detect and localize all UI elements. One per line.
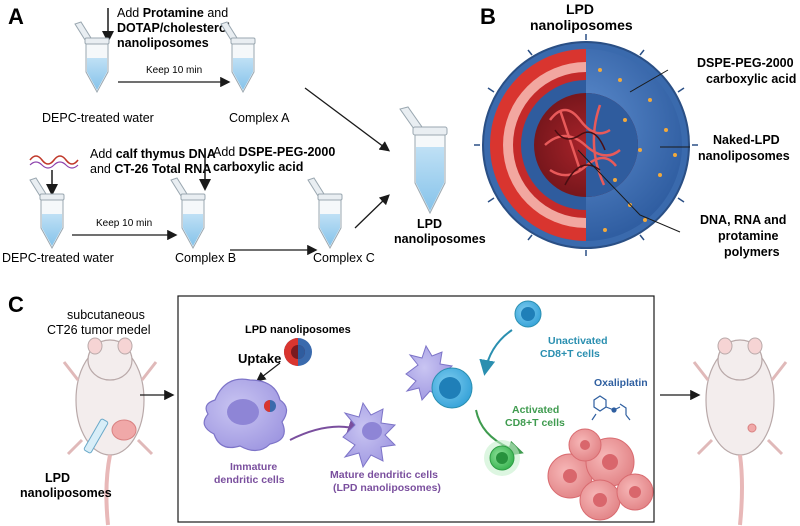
step2-label-line2: and CT-26 Total RNA <box>90 162 211 176</box>
complex-b-label: Complex B <box>175 251 236 265</box>
activated-tcell <box>484 440 520 476</box>
lpd-small-title: LPD nanoliposomes <box>245 324 351 336</box>
arrow-a-to-final <box>304 87 391 152</box>
keep-label-1: Keep 10 min <box>146 65 202 76</box>
immature-label-line2: dendritic cells <box>214 474 285 486</box>
inject-label-line2: nanoliposomes <box>20 486 112 500</box>
activation-arrow-in <box>479 329 513 376</box>
model-label-line1: subcutaneous <box>67 308 145 322</box>
panel-b-letter: B <box>480 4 496 29</box>
mouse-left-illustration <box>62 337 158 526</box>
callout-label-3-line2: protamine <box>718 229 778 243</box>
panel-b-title-line2: nanoliposomes <box>530 17 633 33</box>
panel-c: C subcutaneous CT26 tumor medel LPD nano… <box>8 292 788 526</box>
callout-label-1-line1: DSPE-PEG-2000 <box>697 56 794 70</box>
panel-c-letter: C <box>8 292 24 317</box>
activated-label-line1: Activated <box>512 404 559 416</box>
dna-strand-icon <box>29 155 79 165</box>
step1-label-line2: DOTAP/cholesterol <box>117 21 230 35</box>
callout-label-2-line2: nanoliposomes <box>698 149 790 163</box>
unactivated-label-line1: Unactivated <box>548 335 608 347</box>
mouse-right-illustration <box>692 337 788 526</box>
tumor-cell-cluster <box>547 428 654 521</box>
callout-label-2-line1: Naked-LPD <box>713 133 780 147</box>
activated-label-line2: CD8+T cells <box>505 417 565 429</box>
oxaliplatin-label: Oxaliplatin <box>594 377 648 389</box>
water-label-2: DEPC-treated water <box>2 251 114 265</box>
callout-line-3 <box>577 149 681 233</box>
mature-dendritic-cell <box>342 401 397 469</box>
step2-label: Add calf thymus DNA <box>90 147 216 161</box>
lpd-final-label-line2: nanoliposomes <box>394 232 486 246</box>
immature-label-line1: Immature <box>230 461 277 473</box>
callout-label-1-line2: carboxylic acid <box>706 72 796 86</box>
step1-label: Add Protamine and <box>117 6 228 20</box>
keep-label-2: Keep 10 min <box>96 218 152 229</box>
panel-b-title-line1: LPD <box>566 1 594 17</box>
water-label-1: DEPC-treated water <box>42 111 154 125</box>
inject-label-line1: LPD <box>45 471 70 485</box>
complex-c-label: Complex C <box>313 251 375 265</box>
step3-label-line2: carboxylic acid <box>213 160 303 174</box>
step3-label: Add DSPE-PEG-2000 <box>213 145 335 159</box>
oxaliplatin-molecule-icon <box>591 395 631 421</box>
arrow-c-to-final <box>354 194 390 229</box>
step1-label-line3: nanoliposomes <box>117 36 209 50</box>
tube-water-1 <box>74 21 110 93</box>
callout-label-3-line3: polymers <box>724 245 780 259</box>
tube-lpd-final <box>399 106 448 214</box>
complex-a-label: Complex A <box>229 111 290 125</box>
tube-water-2 <box>29 177 65 249</box>
uptake-arrow <box>256 362 281 382</box>
mature-label-line1: Mature dendritic cells <box>330 469 438 481</box>
panel-b: B LPD nanoliposomes <box>474 1 796 259</box>
panel-a-letter: A <box>8 4 24 29</box>
immature-dendritic-cell <box>203 378 288 452</box>
uptake-label: Uptake <box>238 351 281 366</box>
lpd-final-label-line1: LPD <box>417 217 442 231</box>
callout-label-3-line1: DNA, RNA and <box>700 213 786 227</box>
mature-label-line2: (LPD nanoliposomes) <box>333 482 441 494</box>
callout-line-1 <box>629 69 669 93</box>
panel-a: A Add Protamine and DOTAP/cholesterol na… <box>2 4 486 265</box>
lpd-small-icon <box>284 338 312 366</box>
unactivated-tcell <box>514 300 542 328</box>
lpd-liposome-illustration <box>474 34 698 256</box>
model-label-line2: CT26 tumor medel <box>47 323 151 337</box>
unactivated-label-line2: CD8+T cells <box>540 348 600 360</box>
tube-complex-c <box>307 177 343 249</box>
dc-tcell-interaction <box>405 344 473 409</box>
rna-strand-icon <box>29 161 79 169</box>
tube-complex-b <box>170 177 206 249</box>
